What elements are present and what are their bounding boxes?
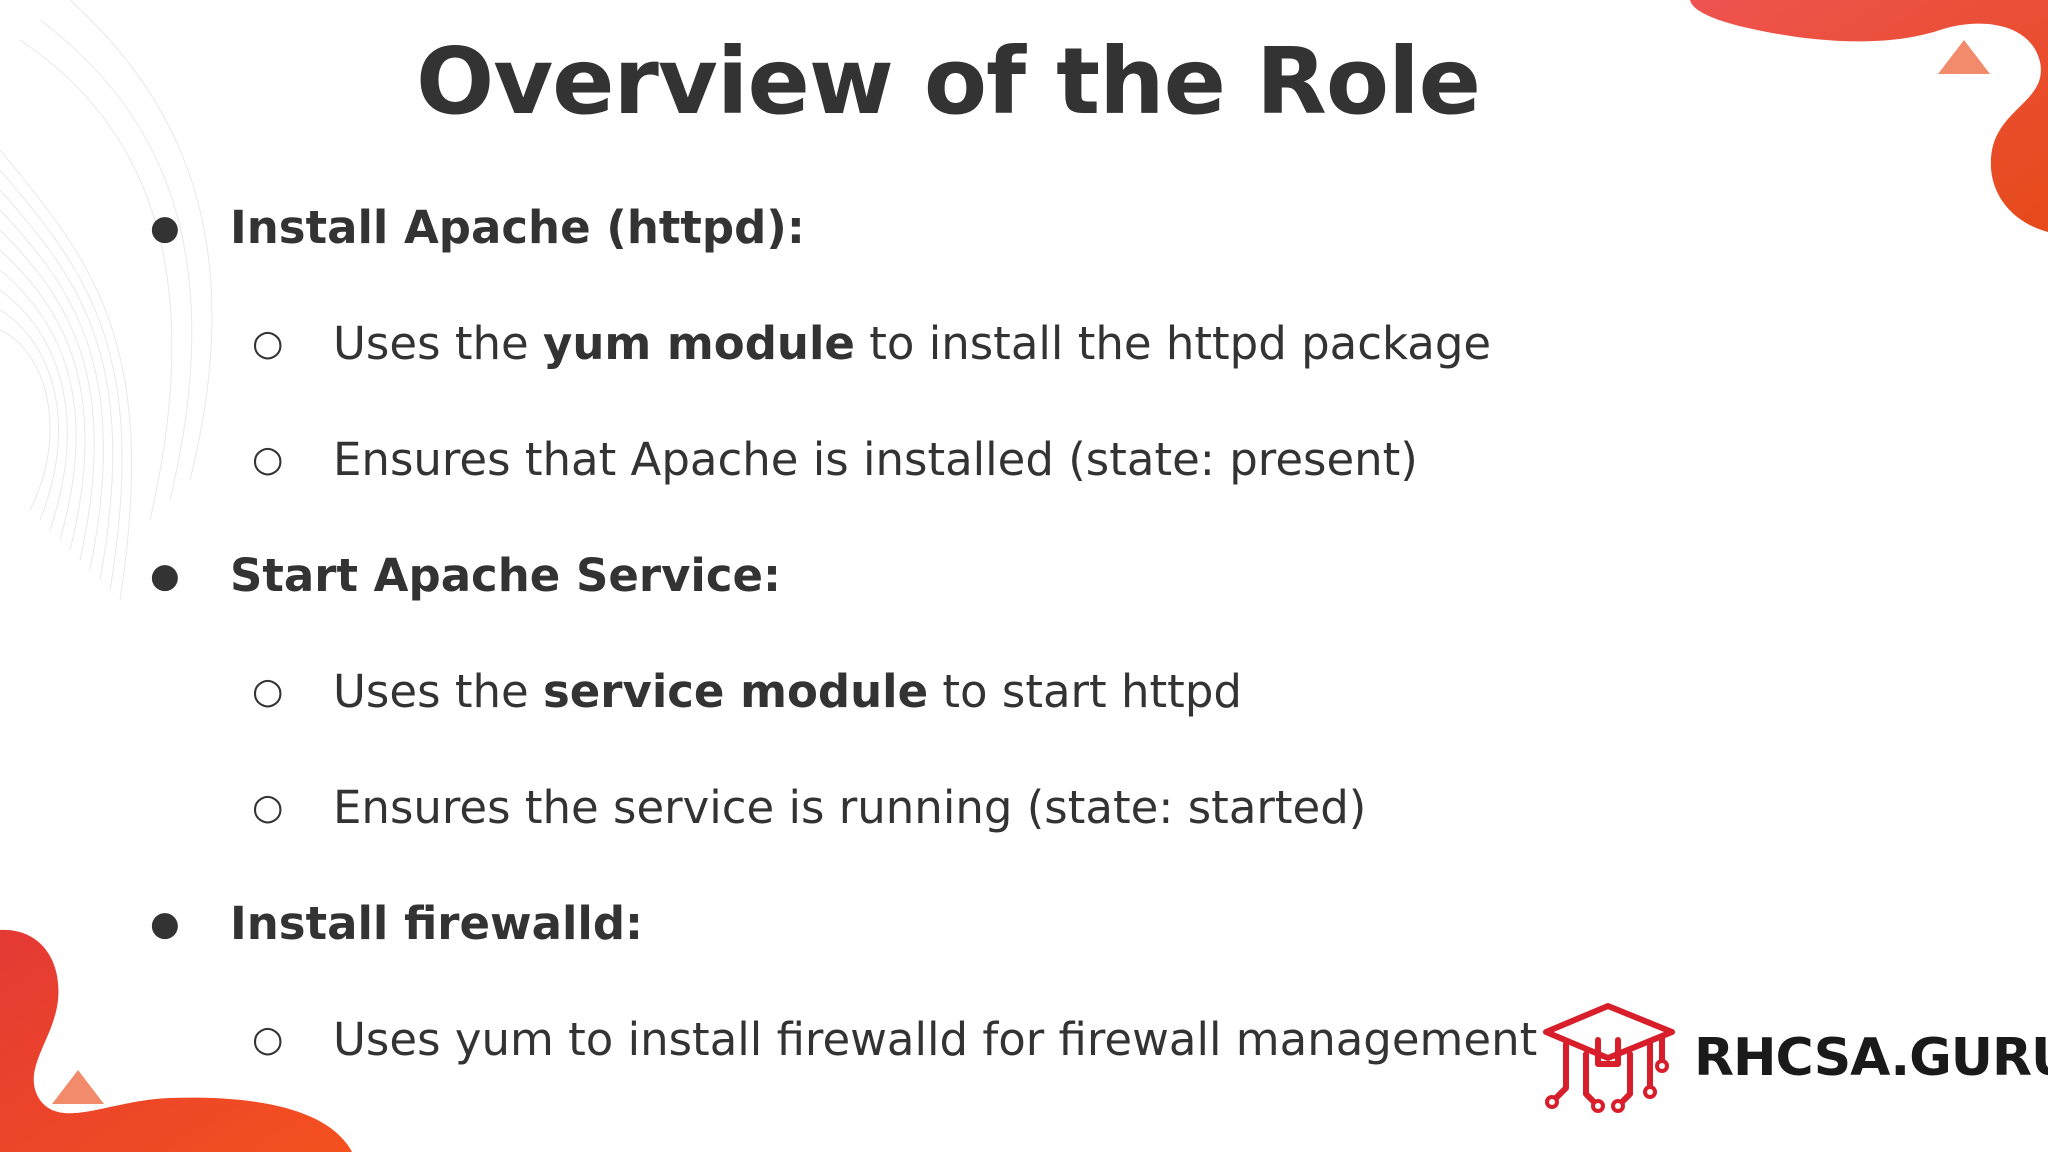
bullet-marker: ● xyxy=(150,904,180,944)
sub-bullet-marker: ○ xyxy=(252,439,284,480)
wave-lines-decoration xyxy=(0,0,213,601)
sub-bullet-text: Uses the service module to start httpd xyxy=(333,665,1242,718)
sub-bullet-text: Ensures the service is running (state: s… xyxy=(333,781,1367,834)
sub-bullet-marker: ○ xyxy=(252,1019,284,1060)
bold-term: yum module xyxy=(542,317,855,370)
brand-logo: RHCSA.GURU xyxy=(1540,1000,2048,1120)
sub-bullet-marker: ○ xyxy=(252,671,284,712)
sub-bullet-marker: ○ xyxy=(252,323,284,364)
bullet-heading: Install firewalld: xyxy=(230,897,644,950)
top-right-triangle xyxy=(1938,40,1990,74)
bottom-left-triangle xyxy=(52,1070,104,1104)
graduation-cap-circuit-icon xyxy=(1543,1003,1675,1113)
bottom-left-blob xyxy=(0,929,352,1152)
sub-bullet-marker: ○ xyxy=(252,787,284,828)
sub-bullet-text: Uses yum to install firewalld for firewa… xyxy=(333,1013,1538,1066)
bold-term: service module xyxy=(542,665,929,718)
slide-title: Overview of the Role xyxy=(415,28,1481,135)
sub-bullet-text: Ensures that Apache is installed (state:… xyxy=(333,433,1418,486)
bullet-marker: ● xyxy=(150,208,180,248)
bullet-heading: Install Apache (httpd): xyxy=(230,201,805,254)
top-right-blob xyxy=(1690,0,2048,232)
bullet-heading: Start Apache Service: xyxy=(230,549,782,602)
bullet-marker: ● xyxy=(150,556,180,596)
sub-bullet-text: Uses the yum module to install the httpd… xyxy=(333,317,1492,370)
brand-name: RHCSA.GURU xyxy=(1694,1028,2048,1088)
